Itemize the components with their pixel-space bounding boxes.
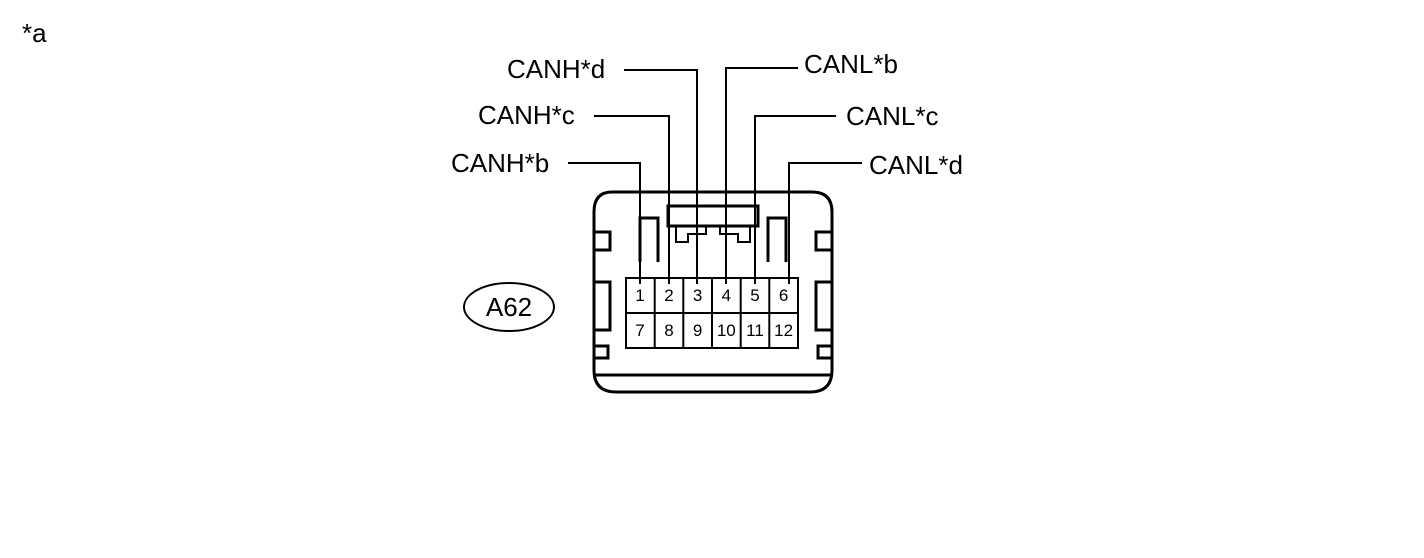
label-canh-d: CANH*d [507,54,605,84]
pin-6: 6 [779,286,788,305]
label-canl-b: CANL*b [804,49,898,79]
connector-id-badge: A62 [463,282,555,332]
pin-grid: 1 2 3 4 5 6 7 8 9 10 11 12 [625,277,799,349]
figure-label: *a [22,18,47,48]
pin-2: 2 [664,286,673,305]
pin-4: 4 [722,286,731,305]
label-canl-d: CANL*d [869,150,963,180]
pin-1: 1 [635,286,644,305]
connector-id: A62 [486,292,532,322]
pin-11: 11 [746,321,764,340]
pin-3: 3 [693,286,702,305]
pin-12: 12 [774,321,793,340]
label-canh-c: CANH*c [478,100,575,130]
pin-8: 8 [664,321,673,340]
leader-lines [568,67,862,284]
connector-body [592,190,834,394]
label-canl-c: CANL*c [846,101,938,131]
pin-7: 7 [635,321,644,340]
pin-5: 5 [750,286,759,305]
pin-10: 10 [717,321,736,340]
label-canh-b: CANH*b [451,148,549,178]
pin-9: 9 [693,321,702,340]
